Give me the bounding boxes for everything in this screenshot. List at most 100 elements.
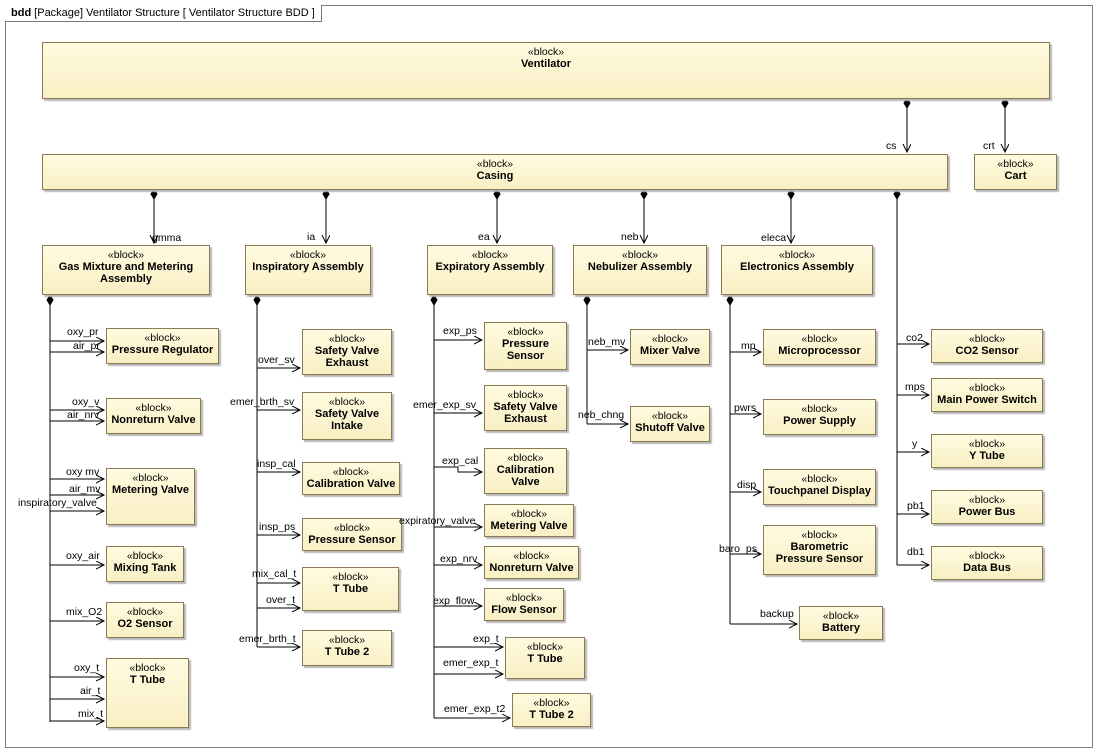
role-label: emer_exp_sv (413, 399, 477, 411)
block-main-power-switch[interactable]: «block»Main Power Switch (931, 378, 1043, 412)
block-name: Flow Sensor (491, 604, 557, 616)
role-label: inspiratory_valve (18, 497, 97, 509)
role-label: emer_exp_t (443, 657, 499, 669)
role-label: emer_brth_sv (230, 396, 295, 408)
role-label: neb_mv (588, 336, 626, 348)
block-stereotype: «block» (333, 522, 371, 534)
block-metering-valve-exp[interactable]: «block»Metering Valve (484, 504, 574, 537)
block-power-bus[interactable]: «block»Power Bus (931, 490, 1043, 524)
block-calibration-valve-exp[interactable]: «block»Calibration Valve (484, 448, 567, 494)
block-cart[interactable]: «block»Cart (974, 154, 1057, 190)
diagram-kind: bdd (11, 7, 32, 19)
block-t-tube2-insp[interactable]: «block»T Tube 2 (302, 630, 392, 666)
block-ventilator[interactable]: «block»Ventilator (42, 42, 1050, 99)
block-name: Casing (476, 170, 514, 182)
block-expiratory-assembly[interactable]: «block»Expiratory Assembly (427, 245, 553, 295)
block-name: Pressure Regulator (111, 344, 214, 356)
block-metering-valve-gas[interactable]: «block»Metering Valve (106, 468, 195, 525)
block-name: Pressure Sensor (308, 534, 396, 546)
block-name: Ventilator (520, 58, 572, 70)
role-label: ea (478, 231, 490, 243)
diagram-title: [Package] Ventilator Structure [ Ventila… (34, 7, 315, 19)
block-nonreturn-valve-gas[interactable]: «block»Nonreturn Valve (106, 398, 201, 434)
block-calibration-valve-insp[interactable]: «block»Calibration Valve (302, 462, 400, 495)
block-stereotype: «block» (471, 249, 509, 261)
block-name: Data Bus (963, 562, 1011, 574)
block-stereotype: «block» (526, 641, 564, 653)
block-o2-sensor[interactable]: «block»O2 Sensor (106, 602, 184, 638)
block-t-tube-gas[interactable]: «block»T Tube (106, 658, 189, 728)
block-name: T Tube (527, 653, 563, 665)
block-casing[interactable]: «block»Casing (42, 154, 948, 190)
role-label: insp_ps (259, 521, 296, 533)
block-mixer-valve[interactable]: «block»Mixer Valve (630, 329, 710, 365)
role-label: baro_ps (719, 543, 757, 555)
block-mixing-tank[interactable]: «block»Mixing Tank (106, 546, 184, 582)
block-name: Battery (822, 622, 860, 634)
block-safety-valve-exhaust-insp[interactable]: «block»Safety Valve Exhaust (302, 329, 392, 375)
block-stereotype: «block» (801, 529, 838, 541)
block-nonreturn-valve-exp[interactable]: «block»Nonreturn Valve (484, 546, 579, 579)
block-pressure-sensor-insp[interactable]: «block»Pressure Sensor (302, 518, 402, 551)
role-label: pb1 (907, 500, 925, 512)
block-battery[interactable]: «block»Battery (799, 606, 883, 640)
block-pressure-sensor-exp[interactable]: «block»Pressure Sensor (484, 322, 567, 370)
block-stereotype: «block» (332, 571, 369, 583)
role-label: oxy_t (74, 662, 100, 674)
role-label: air_t (80, 685, 101, 697)
block-barometric-pressure-sensor[interactable]: «block»Barometric Pressure Sensor (763, 525, 876, 575)
block-name: Power Bus (958, 506, 1016, 518)
role-label: over_t (266, 594, 296, 606)
block-microprocessor[interactable]: «block»Microprocessor (763, 329, 876, 365)
role-label: oxy_v (72, 396, 100, 408)
block-name: Gas Mixture and Metering Assembly (58, 261, 194, 285)
block-name: Mixer Valve (640, 345, 700, 357)
role-label: oxy_air (66, 550, 100, 562)
role-label: mp (741, 340, 756, 352)
role-label: db1 (907, 546, 925, 558)
block-nebulizer-assembly[interactable]: «block»Nebulizer Assembly (573, 245, 707, 295)
block-stereotype: «block» (822, 610, 860, 622)
role-label: pwrs (734, 402, 757, 414)
block-co2-sensor[interactable]: «block»CO2 Sensor (931, 329, 1043, 363)
block-name: T Tube (129, 674, 166, 686)
block-stereotype: «block» (968, 438, 1006, 450)
block-name: Inspiratory Assembly (252, 261, 364, 273)
block-inspiratory-assembly[interactable]: «block»Inspiratory Assembly (245, 245, 371, 295)
role-label: emer_exp_t2 (444, 703, 506, 715)
block-pressure-regulator[interactable]: «block»Pressure Regulator (106, 328, 219, 364)
block-t-tube2-exp[interactable]: «block»T Tube 2 (512, 693, 591, 727)
role-label: mix_cal_t (252, 568, 297, 580)
block-stereotype: «block» (510, 508, 548, 520)
role-label: backup (760, 608, 794, 620)
block-stereotype: «block» (997, 158, 1034, 170)
block-t-tube-insp[interactable]: «block»T Tube (302, 567, 399, 611)
block-stereotype: «block» (968, 550, 1006, 562)
block-power-supply[interactable]: «block»Power Supply (763, 399, 876, 435)
block-stereotype: «block» (801, 403, 838, 415)
diagram-frame-header: bdd[Package] Ventilator Structure [ Vent… (5, 5, 322, 22)
block-data-bus[interactable]: «block»Data Bus (931, 546, 1043, 580)
block-safety-valve-intake[interactable]: «block»Safety Valve Intake (302, 392, 392, 440)
block-stereotype: «block» (801, 473, 838, 485)
role-label: mix_t (78, 708, 104, 720)
block-stereotype: «block» (621, 249, 659, 261)
block-stereotype: «block» (507, 326, 544, 338)
block-stereotype: «block» (513, 550, 550, 562)
block-stereotype: «block» (289, 249, 327, 261)
block-name: Metering Valve (490, 520, 568, 532)
block-touchpanel-display[interactable]: «block»Touchpanel Display (763, 469, 876, 505)
block-stereotype: «block» (533, 697, 570, 709)
block-stereotype: «block» (132, 472, 169, 484)
block-electronics-assembly[interactable]: «block»Electronics Assembly (721, 245, 873, 295)
role-label: air_mv (69, 483, 101, 495)
role-label: crt (983, 140, 995, 152)
block-y-tube[interactable]: «block»Y Tube (931, 434, 1043, 468)
block-gas-mixture-assembly[interactable]: «block»Gas Mixture and Metering Assembly (42, 245, 210, 295)
block-shutoff-valve[interactable]: «block»Shutoff Valve (630, 406, 710, 442)
block-t-tube-exp[interactable]: «block»T Tube (505, 637, 585, 679)
block-flow-sensor[interactable]: «block»Flow Sensor (484, 588, 564, 621)
block-stereotype: «block» (144, 332, 181, 344)
block-safety-valve-exhaust-exp[interactable]: «block»Safety Valve Exhaust (484, 385, 567, 431)
role-label: insp_cal (257, 458, 296, 470)
